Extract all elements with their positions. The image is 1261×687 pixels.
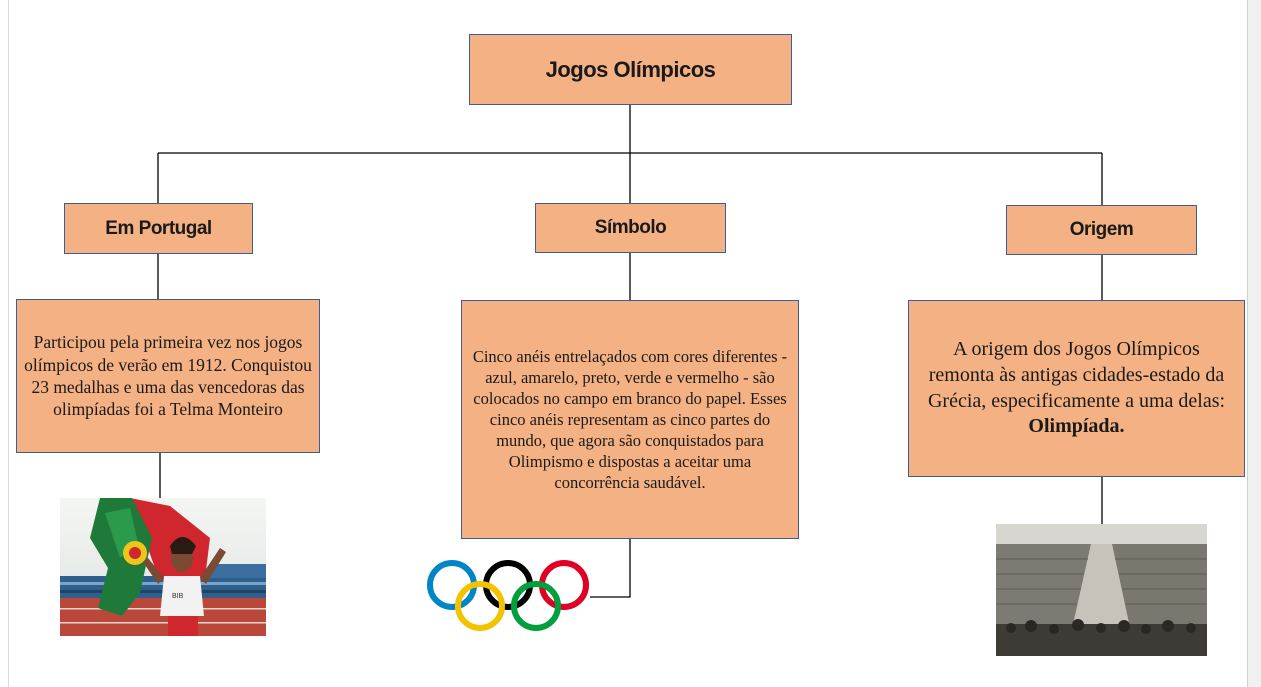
origem-label: Origem [1069, 219, 1134, 240]
portugal-text: Participou pela primeira vez nos jogos o… [24, 332, 312, 420]
simbolo-description: Cinco anéis entrelaçados com cores difer… [461, 300, 799, 539]
node-simbolo: Símbolo [535, 203, 726, 253]
olympic-rings-icon [424, 558, 592, 634]
ancient-stadium-photo [996, 524, 1207, 656]
athlete-with-portugal-flag-photo: BIB [60, 498, 266, 636]
scrollbar-divider [1247, 0, 1248, 687]
em-portugal-label: Em Portugal [105, 217, 212, 239]
simbolo-label: Símbolo [594, 217, 667, 238]
origem-description: A origem dos Jogos Olímpicos remonta às … [908, 300, 1245, 477]
root-label: Jogos Olímpicos [545, 56, 716, 82]
connector-simbolo-rings [590, 538, 631, 598]
page-edge [8, 0, 9, 687]
portugal-description: Participou pela primeira vez nos jogos o… [16, 299, 320, 453]
scrollbar-track[interactable] [1247, 0, 1261, 687]
node-em-portugal: Em Portugal [64, 203, 253, 254]
simbolo-text: Cinco anéis entrelaçados com cores difer… [472, 346, 788, 493]
origem-text-prefix: A origem dos Jogos Olímpicos remonta às … [927, 338, 1226, 412]
root-node: Jogos Olímpicos [469, 34, 792, 105]
svg-text:BIB: BIB [172, 593, 184, 600]
origem-text: A origem dos Jogos Olímpicos remonta às … [927, 337, 1226, 439]
node-origem: Origem [1006, 205, 1197, 255]
origem-text-bold: Olimpíada. [1028, 415, 1125, 438]
